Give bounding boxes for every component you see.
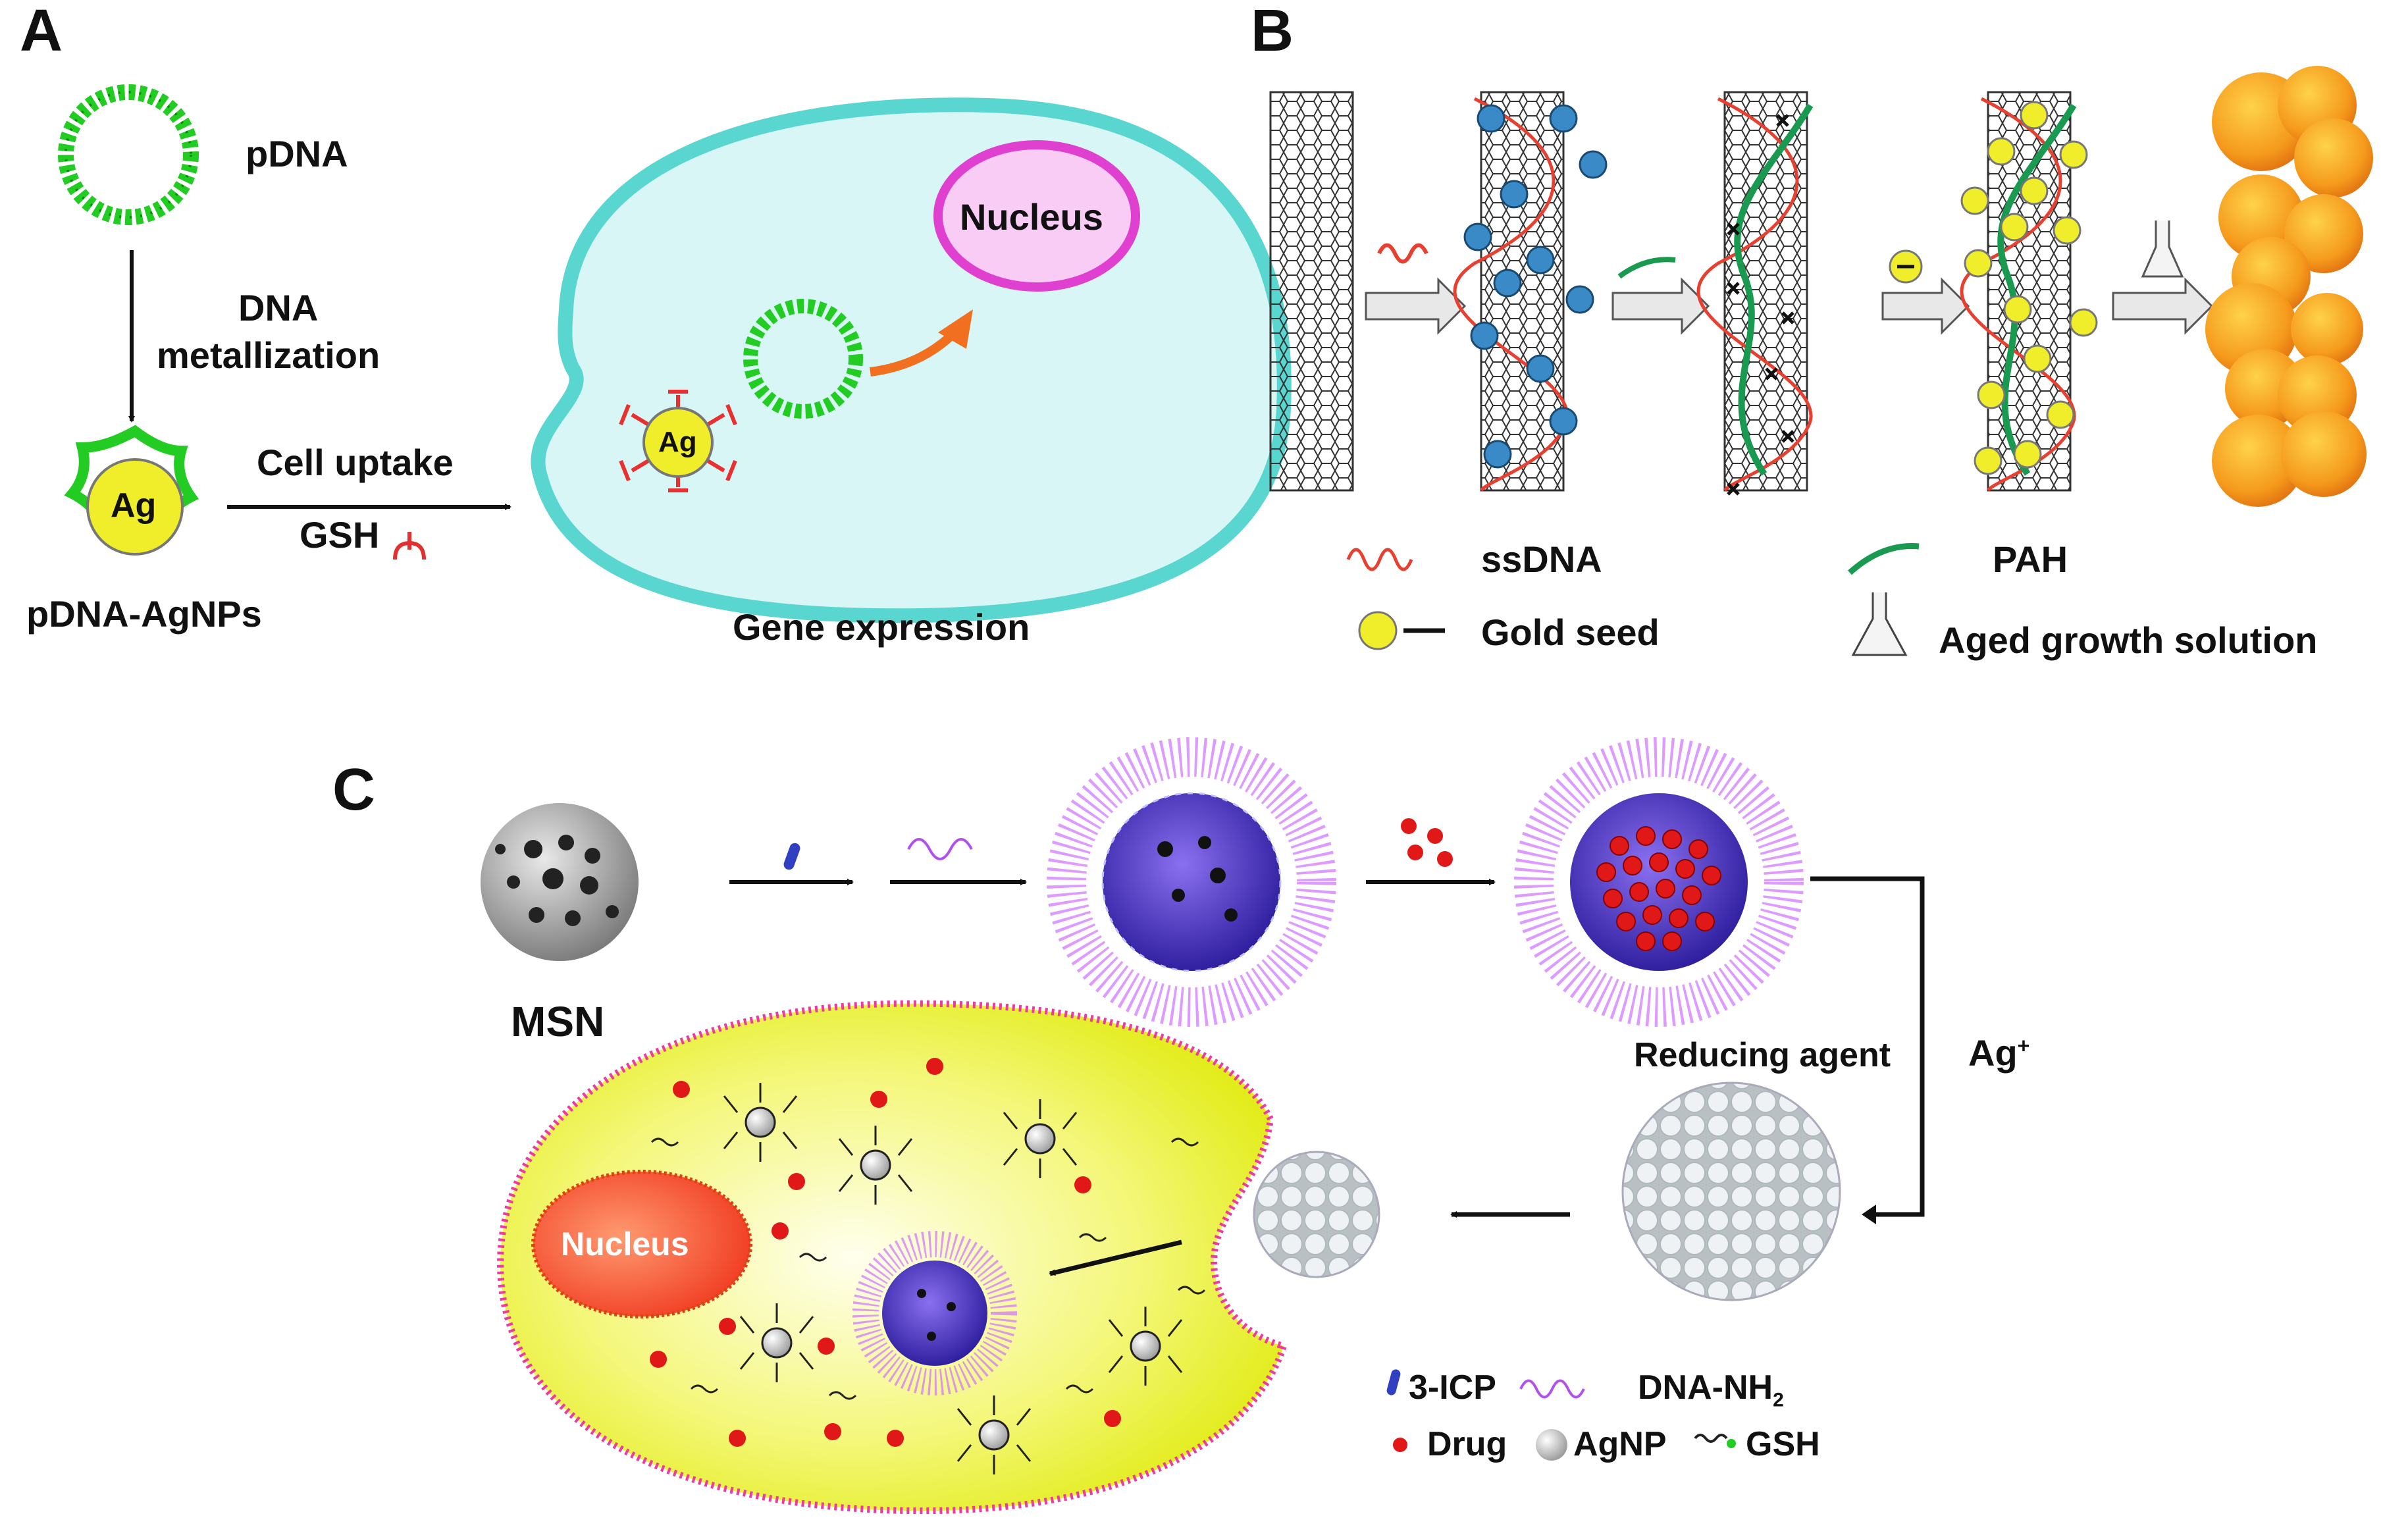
arrow-ag-reduction	[1810, 876, 1925, 1217]
legend-3icp-label: 3-ICP	[1409, 1368, 1496, 1407]
expression-arrow	[870, 329, 958, 377]
drug-loaded-msn	[1514, 737, 1804, 1027]
legend-pah-icon	[1847, 543, 1920, 575]
internalized-msn	[852, 1231, 1017, 1395]
ag-label: Ag	[111, 486, 157, 525]
carbon-nanotube-plain	[1269, 91, 1354, 492]
panel-a-letter: A	[20, 0, 63, 64]
arrow-release	[1049, 1239, 1182, 1276]
agnp-gsh-clusters	[723, 1083, 1183, 1474]
panel-a	[58, 84, 1292, 623]
pdna-label: pDNA	[246, 133, 348, 174]
gsh-squiggles	[650, 1137, 1206, 1400]
panel-b	[1269, 66, 2373, 656]
legend-drug-label: Drug	[1427, 1425, 1507, 1463]
legend-3icp-icon	[1386, 1369, 1401, 1395]
legend-ssdna-icon	[1346, 548, 1413, 571]
legend-drug-icon	[1393, 1438, 1407, 1452]
pdna-agnps-label: pDNA-AgNPs	[26, 593, 262, 635]
dna-coated-msn	[1047, 737, 1336, 1027]
silver-coated-msn	[1621, 1081, 1841, 1301]
legend-dna-icon	[1519, 1379, 1585, 1399]
nucleus-shape	[933, 140, 1140, 292]
panel-b-letter: B	[1251, 0, 1294, 64]
gsh-icon	[393, 532, 426, 560]
metallization-label: metallization	[157, 334, 380, 376]
legend-agnp-label: AgNP	[1573, 1425, 1667, 1463]
gene-expression-label: Gene expression	[733, 606, 1030, 648]
ag-ion-label: Ag+	[1968, 1032, 2030, 1074]
pdna-agnp-icon	[64, 425, 199, 556]
legend-gold-seed-icon	[1358, 611, 1398, 650]
msn-sphere-icon	[481, 803, 639, 961]
panel-c-letter: C	[332, 757, 375, 823]
plasmid-in-cell-icon	[743, 299, 863, 419]
reducing-agent-label: Reducing agent	[1634, 1036, 1891, 1074]
legend-ssdna-label: ssDNA	[1481, 538, 1602, 580]
legend-flask-icon	[1851, 592, 1908, 656]
ag-particle-in-cell-icon	[619, 390, 737, 492]
legend-growth-label: Aged growth solution	[1939, 619, 2318, 661]
legend-pah-label: PAH	[1993, 538, 2068, 580]
nanotube-with-ssdna	[1453, 91, 1608, 492]
legend-agnp-icon	[1536, 1429, 1567, 1461]
ag-in-cell-label: Ag	[658, 426, 697, 458]
legend-gsh-icon	[1694, 1434, 1728, 1443]
panel-c	[481, 737, 1925, 1515]
msn-label: MSN	[511, 998, 605, 1045]
process-arrows	[1365, 277, 2214, 335]
dna-label: DNA	[238, 287, 319, 328]
nucleus-c-label: Nucleus	[561, 1226, 689, 1263]
legend-dna-label: DNA-NH2	[1638, 1368, 1784, 1411]
pdna-plasmid-icon	[58, 84, 199, 225]
nucleus-label: Nucleus	[960, 196, 1103, 238]
nanotube-with-pah	[1696, 91, 1814, 496]
legend-gold-seed-label: Gold seed	[1481, 612, 1660, 653]
cell-uptake-label: Cell uptake	[257, 442, 454, 483]
drug-dots-in-cell	[650, 1058, 1121, 1447]
legend-gsh-label: GSH	[1746, 1425, 1820, 1463]
nucleus-red-shape	[531, 1170, 752, 1318]
silver-particle-entering	[1253, 1151, 1380, 1278]
gold-nanoparticle-stack	[2205, 66, 2373, 507]
gsh-label: GSH	[300, 514, 380, 556]
nanotube-with-gold-seeds	[1960, 91, 2098, 492]
